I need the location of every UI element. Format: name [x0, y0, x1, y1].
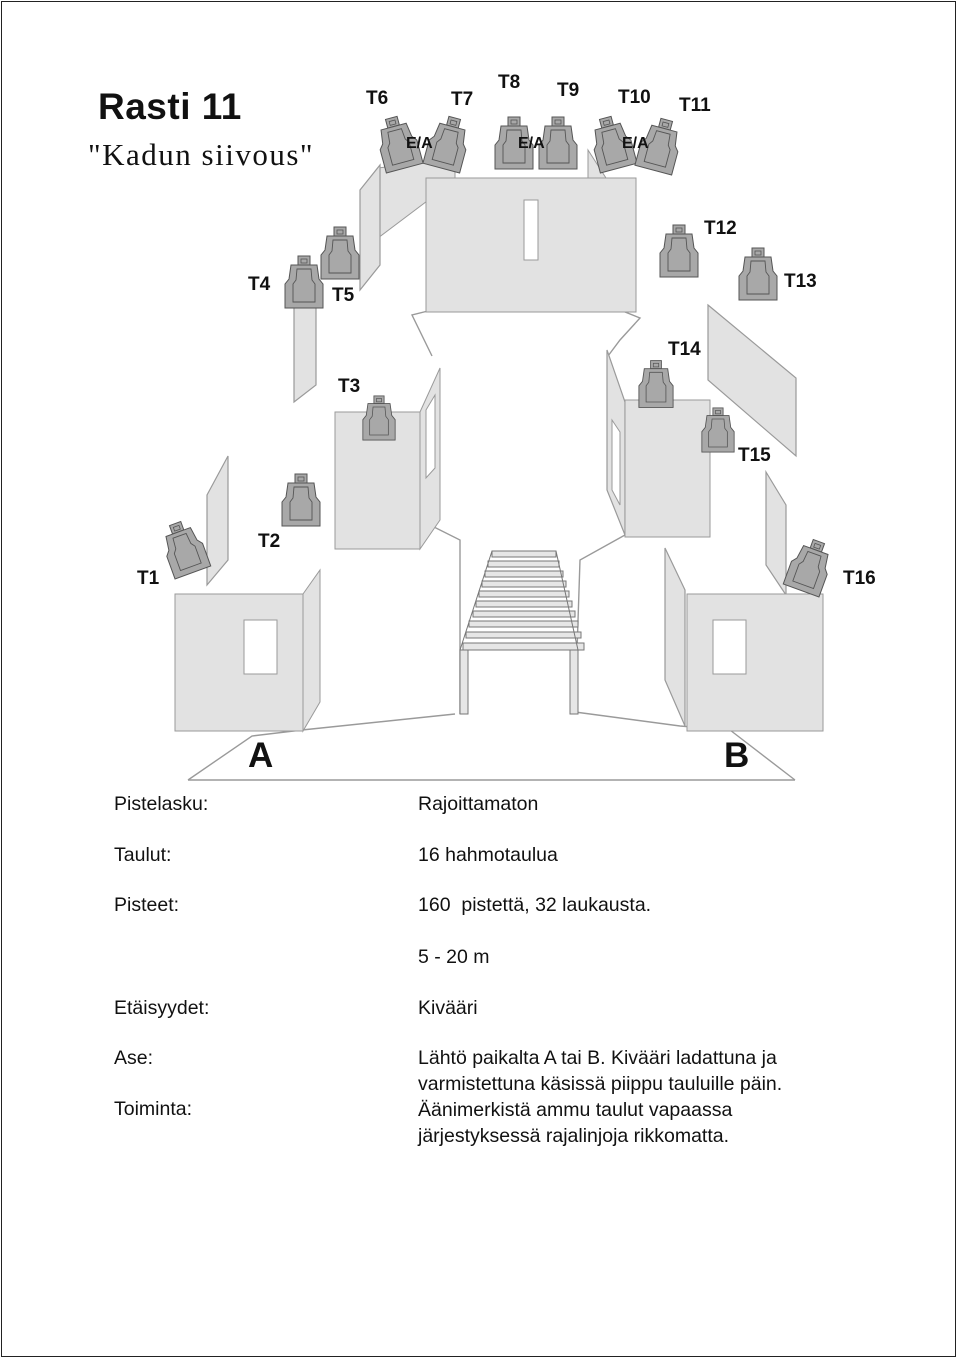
label-targets: Taulut:: [114, 844, 172, 866]
value-weapon: Kivääri: [418, 997, 478, 1019]
side-walls: [206, 163, 797, 727]
building-b: [686, 593, 824, 732]
target-t14: [638, 360, 674, 408]
label-points: Pisteet:: [114, 894, 180, 916]
value-distances: 5 - 20 m: [418, 946, 490, 968]
target-t13: [738, 247, 778, 301]
center-fence: [459, 550, 585, 715]
target-t5: [320, 226, 360, 280]
value-points: 160 pistettä, 32 laukausta.: [418, 894, 652, 916]
stage-subtitle: "Kadun siivous": [88, 137, 315, 172]
target-label-t15: T15: [738, 445, 771, 466]
target-label-t7: T7: [451, 89, 473, 110]
building-mid-right: [611, 399, 711, 538]
target-t12: [659, 224, 699, 278]
position-a-label: A: [248, 736, 273, 775]
building-a: [174, 568, 321, 733]
target-label-t11: T11: [679, 95, 711, 116]
target-label-t10: T10: [618, 87, 651, 108]
label-distances: Etäisyydet:: [114, 997, 210, 1019]
value-procedure: Lähtö paikalta A tai B. Kivääri ladattun…: [418, 1047, 783, 1147]
target-t4: [284, 255, 324, 309]
target-t1: [156, 516, 212, 580]
target-label-t2: T2: [258, 531, 280, 552]
value-targets: 16 hahmotaulua: [418, 844, 558, 866]
value-scoring: Rajoittamaton: [418, 793, 539, 815]
target-label-t13: T13: [784, 271, 817, 292]
position-b-label: B: [724, 736, 749, 775]
target-label-t4: T4: [248, 274, 271, 295]
target-label-t16: T16: [843, 568, 876, 589]
label-procedure: Toiminta:: [114, 1098, 193, 1120]
label-weapon: Ase:: [114, 1047, 154, 1069]
target-t9: [538, 116, 578, 170]
target-t3: [362, 395, 396, 441]
target-label-t14: T14: [668, 339, 701, 360]
target-label-t1: T1: [137, 568, 160, 589]
back-building: [377, 148, 637, 313]
target-label-t3: T3: [338, 376, 360, 397]
target-t2: [281, 473, 321, 527]
target-label-t6: T6: [366, 88, 388, 109]
building-mid-left: [334, 367, 441, 551]
target-label-t9: T9: [557, 80, 579, 101]
label-scoring: Pistelasku:: [114, 793, 209, 815]
ea-label-2: E/A: [518, 135, 545, 152]
target-label-t8: T8: [498, 72, 520, 93]
ea-label-1: E/A: [406, 135, 433, 152]
target-t16: [782, 534, 838, 598]
stage-title: Rasti 11: [98, 86, 242, 127]
target-label-t12: T12: [704, 218, 737, 239]
ea-label-3: E/A: [622, 135, 649, 152]
target-label-t5: T5: [332, 285, 355, 306]
